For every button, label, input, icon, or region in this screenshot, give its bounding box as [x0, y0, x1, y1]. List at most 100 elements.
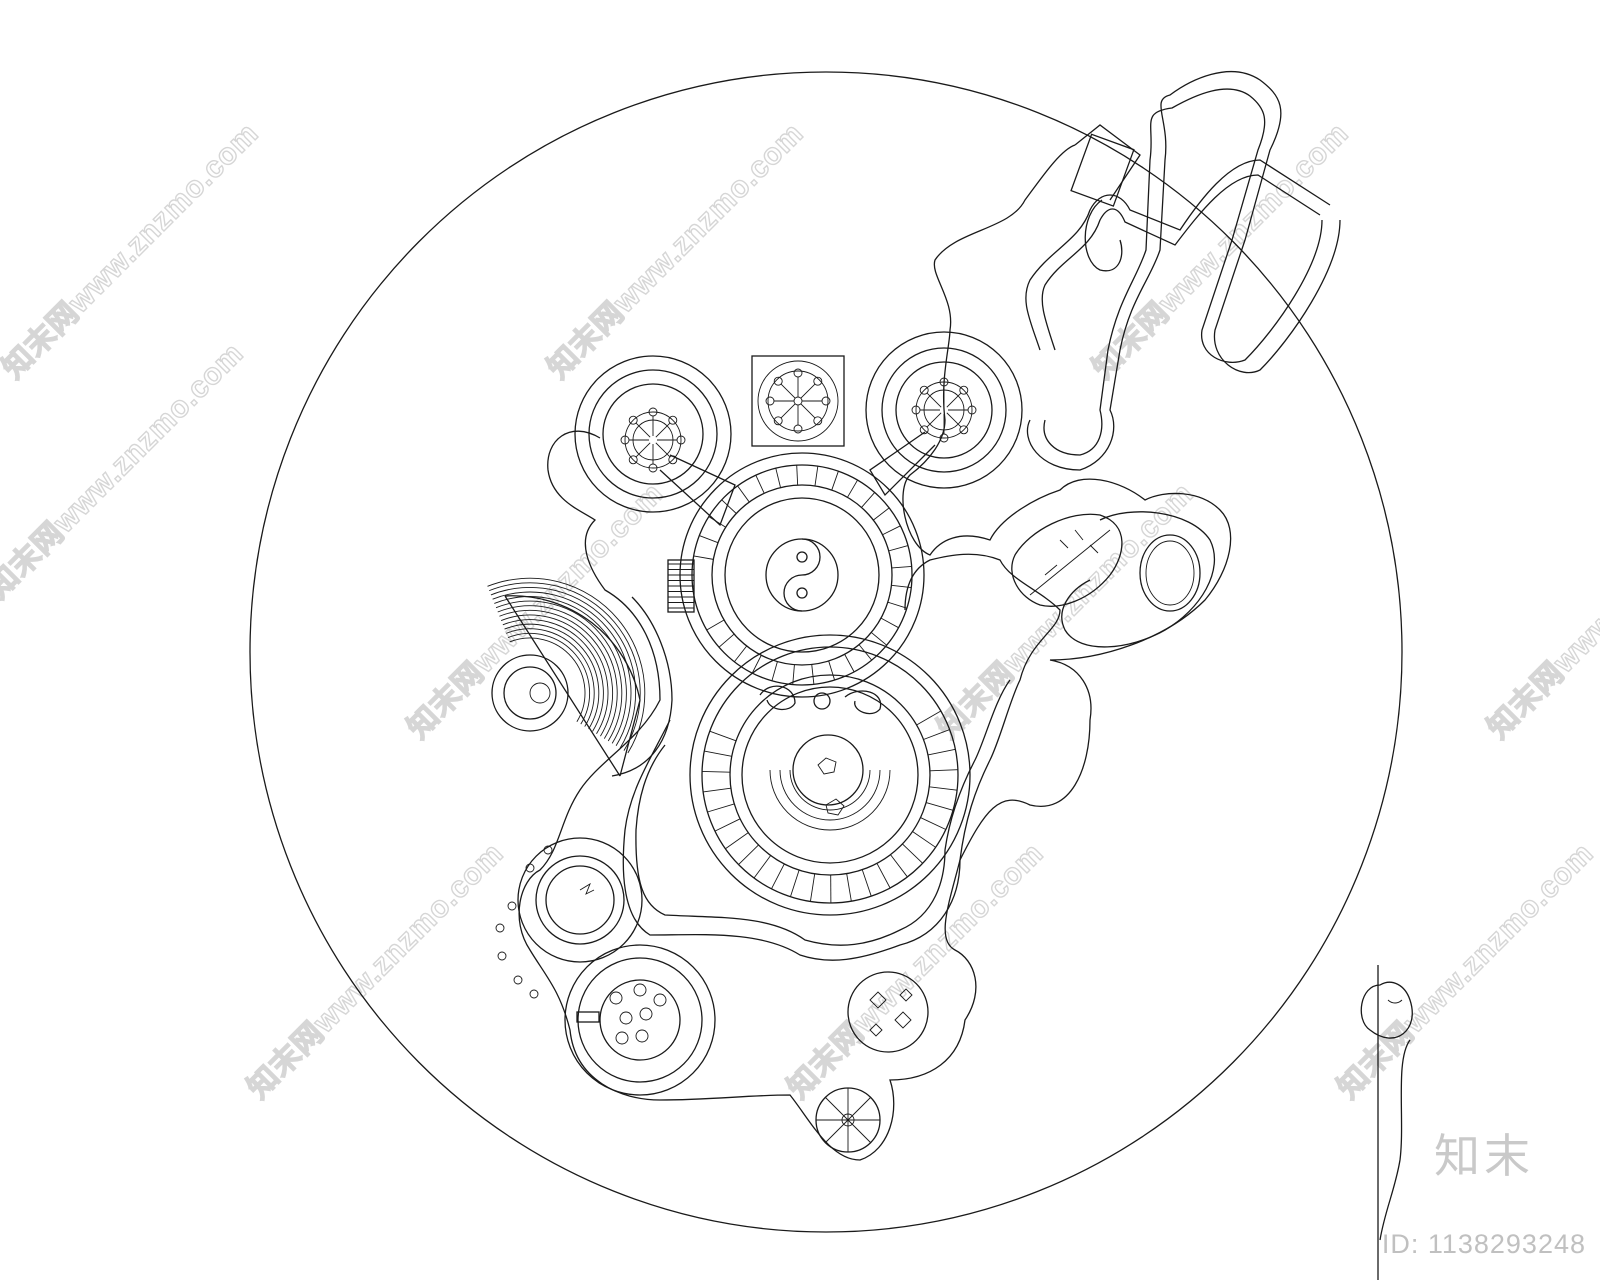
top-square-pavilion — [751, 355, 845, 447]
drawing-line — [861, 869, 872, 897]
drawing-line — [725, 832, 749, 850]
drawing-line — [780, 403, 796, 419]
drawing-line — [755, 474, 765, 494]
tree-dot — [543, 845, 553, 855]
watermark-text: 知末网www.znzmo.com — [1482, 477, 1600, 745]
top-right-pavilion — [865, 331, 1023, 497]
column-mark — [628, 455, 638, 465]
drawing-line — [809, 873, 816, 902]
tree-dot — [507, 901, 517, 911]
drawing-line — [929, 786, 958, 791]
drawing-line — [890, 854, 908, 878]
drawing-line — [800, 403, 816, 419]
tree-dot — [529, 989, 539, 999]
drawing-line — [796, 465, 799, 486]
seat-row — [494, 596, 627, 744]
seat-row — [506, 628, 595, 727]
drawing-line — [888, 545, 909, 552]
drawing-line — [923, 729, 950, 740]
drawing-line — [891, 584, 912, 588]
drawing-line — [831, 471, 839, 491]
drawing-line — [709, 730, 737, 742]
column-mark — [765, 396, 775, 406]
drawing-line — [811, 664, 815, 685]
column-mark — [793, 368, 803, 378]
drawing-line — [946, 412, 962, 428]
watermark-text: 知末网www.znzmo.com — [0, 337, 250, 605]
drawing-line — [946, 392, 962, 408]
column-mark — [773, 376, 783, 386]
column-mark — [967, 405, 977, 415]
side-section-fragment — [1360, 965, 1413, 1280]
drawing-line — [771, 863, 785, 890]
drawing-line — [912, 831, 936, 848]
column-mark — [793, 424, 803, 434]
drawing-line — [861, 492, 876, 508]
column-mark — [911, 405, 921, 415]
drawing-line — [887, 601, 907, 609]
seat-row — [500, 614, 609, 735]
drawing-line — [916, 710, 942, 726]
brand-watermark: 知末 — [1434, 1129, 1534, 1183]
drawing-line — [926, 802, 954, 811]
drawing-line — [927, 748, 956, 756]
column-mark — [813, 376, 823, 386]
seat-row — [487, 577, 646, 754]
column-mark — [676, 435, 686, 445]
stepping-stone — [633, 983, 647, 997]
drawing-line — [738, 844, 759, 865]
seat-row — [495, 600, 623, 742]
site-boundary-circle — [249, 71, 1403, 1233]
right-upper-garden — [1011, 511, 1215, 648]
drawing-line — [846, 873, 852, 902]
column-mark — [939, 377, 949, 387]
drawing-line — [926, 392, 942, 408]
tree-dot — [495, 923, 505, 933]
column-mark — [668, 455, 678, 465]
bottom-flower-bed — [815, 971, 929, 1153]
drawing-line — [876, 863, 891, 889]
drawing-line — [929, 769, 958, 772]
seat-row — [502, 619, 604, 732]
column-mark — [813, 416, 823, 426]
column-mark — [939, 433, 949, 443]
lower-plaza — [689, 634, 971, 916]
drawing-line — [655, 422, 671, 438]
id-watermark: ID: 1138293248 — [1381, 1229, 1586, 1259]
column-mark — [628, 415, 638, 425]
watermark-text: 知末网www.znzmo.com — [542, 117, 810, 385]
drawing-line — [891, 565, 912, 569]
seat-row — [507, 632, 591, 725]
drawing-line — [718, 633, 735, 648]
stepping-stone — [615, 1031, 629, 1045]
drawing-line — [871, 632, 887, 646]
seat-row — [509, 637, 586, 722]
drawing-line — [790, 869, 800, 897]
watermark-text: 知末网www.znzmo.com — [932, 477, 1200, 745]
stepping-stone — [609, 991, 623, 1005]
drawing-line — [873, 507, 890, 521]
drawing-line — [771, 661, 778, 681]
tree-dot — [525, 863, 535, 873]
drawing-line — [780, 383, 796, 399]
drawing-line — [920, 817, 947, 830]
drawing-line — [753, 855, 772, 879]
column-mark — [620, 435, 630, 445]
watermark-text: 知末网www.znzmo.com — [1332, 837, 1600, 1105]
drawing-line — [635, 422, 651, 438]
fan-amphitheater — [487, 577, 673, 777]
watermark-text: 知末网www.znzmo.com — [782, 837, 1050, 1105]
column-mark — [919, 385, 929, 395]
steps-left — [667, 559, 695, 613]
stepping-stone — [635, 1029, 649, 1043]
column-mark — [959, 385, 969, 395]
drawing-line — [707, 803, 735, 813]
column-mark — [959, 425, 969, 435]
drawing-line — [702, 770, 731, 773]
drawing-line — [704, 750, 732, 757]
column-mark — [773, 416, 783, 426]
path-ring — [622, 553, 1061, 961]
seat-row — [492, 591, 632, 747]
stepping-stone — [619, 1011, 633, 1025]
drawing-line — [737, 485, 750, 503]
